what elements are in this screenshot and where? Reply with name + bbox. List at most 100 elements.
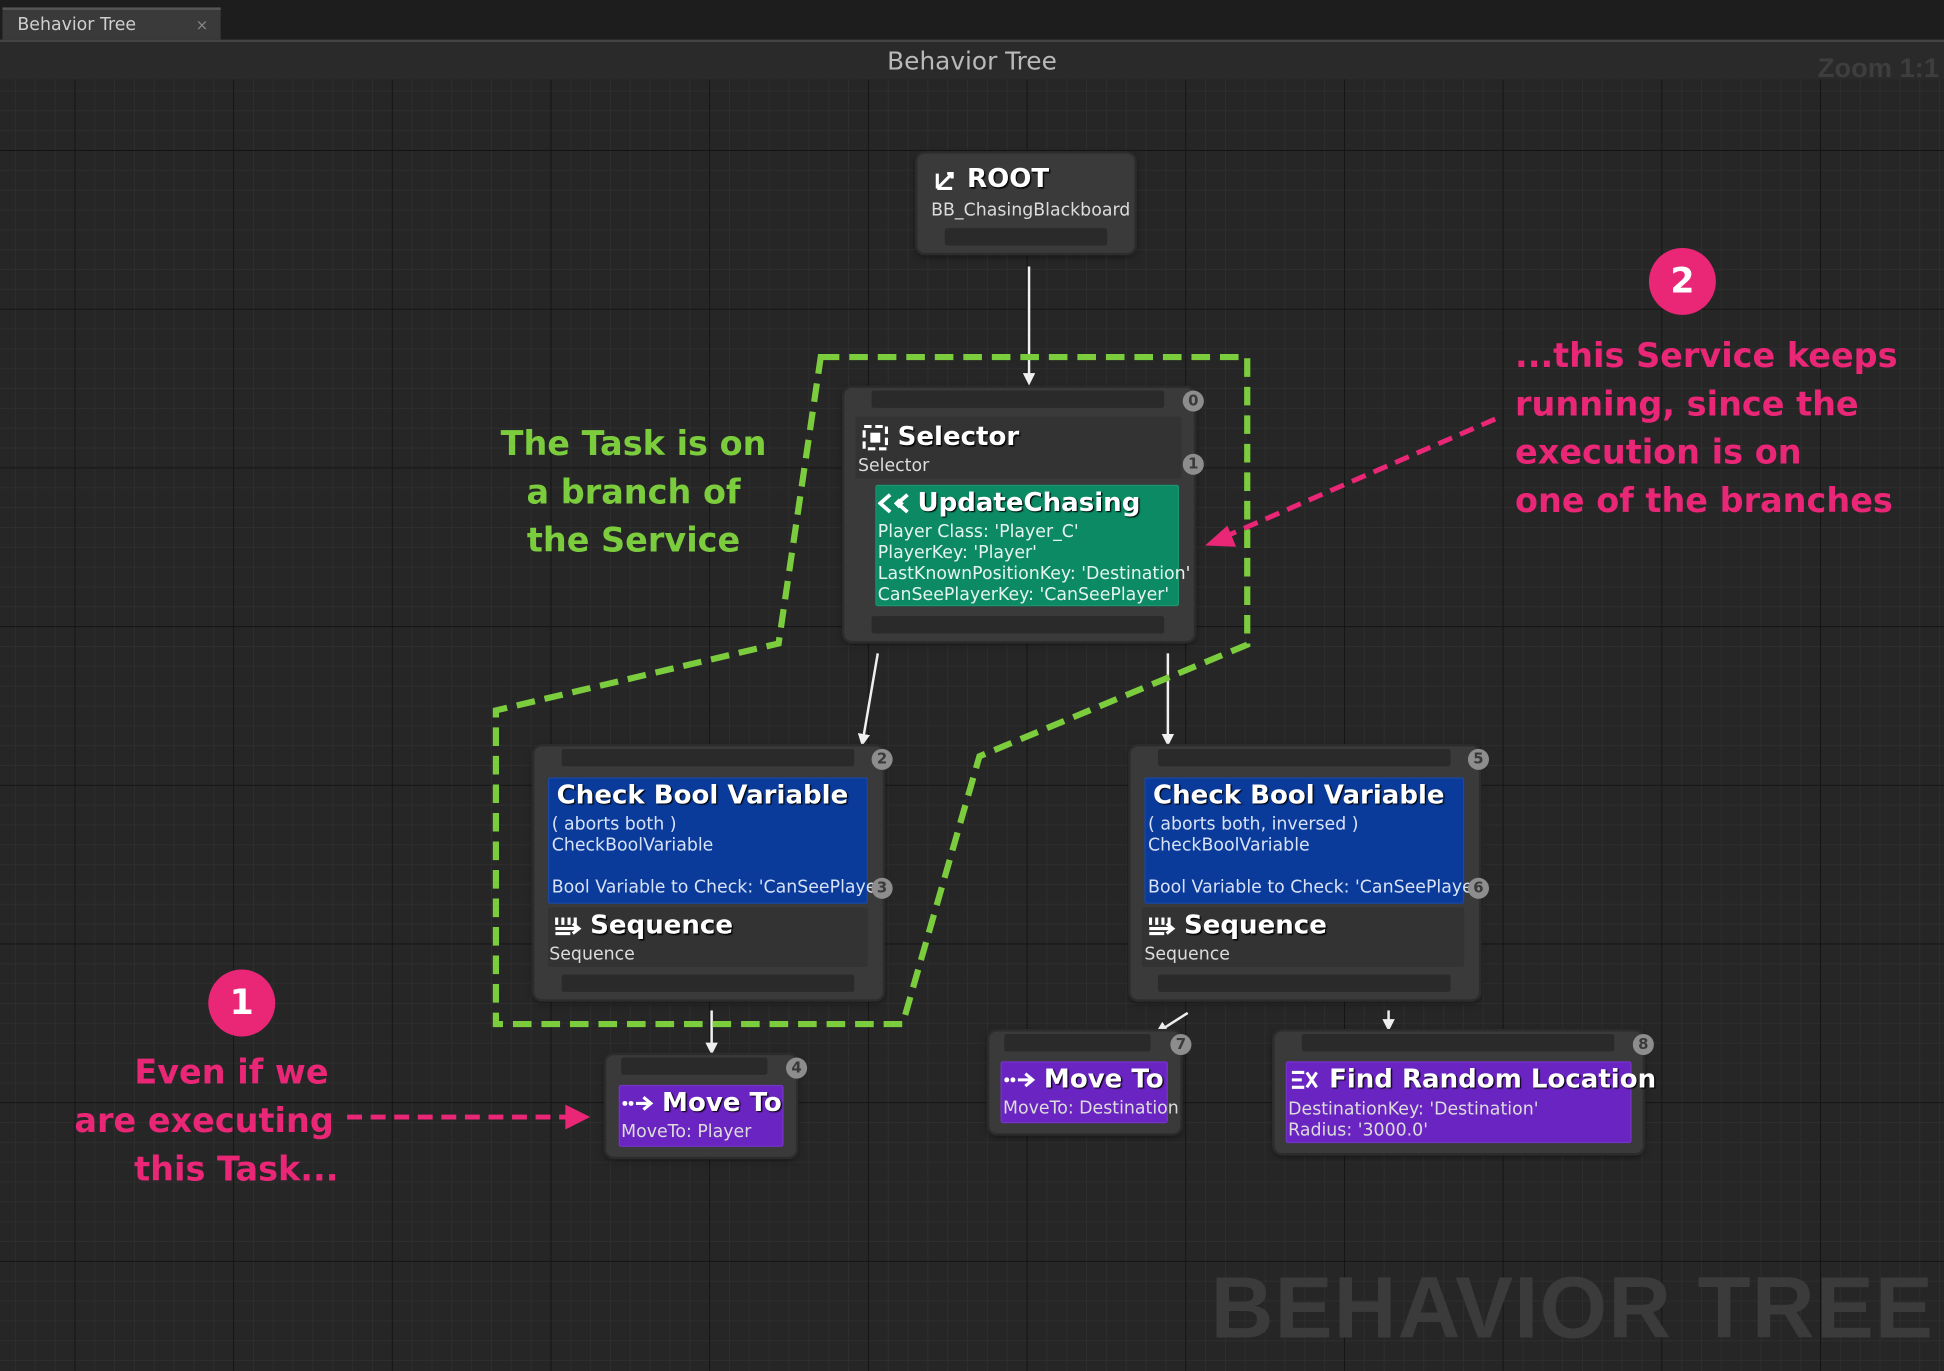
green-annotation-line-1: The Task is on: [500, 425, 767, 464]
tab-bar: Behavior Tree ×: [0, 0, 1944, 43]
selector-node[interactable]: Selector Selector UpdateChasing Player C…: [844, 388, 1204, 641]
service-prop-last-known: LastKnownPositionKey: 'Destination': [877, 564, 1191, 584]
annotation-two-line-2: running, since the: [1515, 385, 1859, 425]
root-output-pin[interactable]: [944, 228, 1108, 246]
root-icon: [935, 172, 954, 190]
service-properties: Player Class: 'Player_C' PlayerKey: 'Pla…: [878, 522, 1191, 606]
left-sequence-index-badge: 3: [871, 877, 893, 899]
left-decorator-aborts: ( aborts both ): [551, 814, 677, 835]
left-decorator-title: Check Bool Variable: [556, 779, 849, 810]
find-random-index-badge: 8: [1632, 1033, 1654, 1056]
left-decorator-class: CheckBoolVariable: [551, 835, 714, 856]
selector-subtitle: Selector: [857, 456, 930, 477]
selector-icon: [862, 424, 889, 451]
tab-label: Behavior Tree: [17, 14, 137, 35]
right-sequence-header: Sequence Sequence: [1141, 907, 1465, 968]
arrow-task-head: [565, 1104, 591, 1130]
left-input-pin[interactable]: [561, 748, 855, 767]
right-decorator-title: Check Bool Variable: [1153, 779, 1445, 810]
annotation-number-two: 2: [1648, 247, 1716, 315]
find-random-title: Find Random Location: [1329, 1063, 1657, 1094]
service-prop-player-class: Player Class: 'Player_C': [877, 521, 1079, 542]
right-sequence-title: Sequence: [1184, 910, 1327, 940]
green-annotation-line-3: the Service: [526, 521, 741, 561]
graph-watermark: BEHAVIOR TREE: [1210, 1259, 1935, 1357]
annotation-one-line-2: are executing: [74, 1102, 334, 1141]
left-output-pin[interactable]: [561, 974, 855, 992]
right-check-bool-decorator[interactable]: Check Bool Variable ( aborts both, inver…: [1144, 777, 1485, 904]
moveto-player-task[interactable]: Move To MoveTo: Player 4: [606, 1055, 808, 1157]
tab-behavior-tree[interactable]: Behavior Tree ×: [2, 7, 221, 40]
moveto-destination-task[interactable]: Move To MoveTo: Destination 7: [989, 1031, 1192, 1134]
graph-canvas[interactable]: [0, 45, 1944, 1371]
find-location-icon: [1291, 1070, 1318, 1089]
green-annotation: The Task is on a branch of the Service: [493, 420, 773, 565]
service-prop-can-see: CanSeePlayerKey: 'CanSeePlayer': [877, 585, 1170, 606]
moveto-player-input-pin[interactable]: [621, 1057, 768, 1075]
left-decorator-index-badge: 2: [871, 748, 893, 770]
find-random-destination-key: DestinationKey: 'Destination': [1288, 1099, 1539, 1120]
wire-selector-left: [857, 653, 880, 747]
root-node[interactable]: ROOT BB_ChasingBlackboard: [917, 153, 1135, 253]
tab-close-icon[interactable]: ×: [195, 16, 209, 34]
right-sequence-index-badge: 6: [1467, 877, 1489, 899]
annotation-number-one: 1: [208, 969, 276, 1037]
arrow-service-head: [1205, 525, 1237, 547]
right-input-pin[interactable]: [1157, 748, 1451, 767]
moveto-player-subtitle: MoveTo: Player: [621, 1122, 752, 1142]
graph-title: Behavior Tree: [0, 42, 1944, 80]
moveto-destination-title: Move To: [1043, 1063, 1164, 1094]
find-random-radius: Radius: '3000.0': [1288, 1120, 1428, 1141]
selector-title: Selector: [897, 421, 1020, 452]
moveto-player-index-badge: 4: [786, 1057, 808, 1079]
arrow-service: [1226, 416, 1497, 538]
right-output-pin[interactable]: [1157, 974, 1451, 992]
left-sequence-subtitle: Sequence: [549, 944, 635, 965]
left-sequence-header: Sequence Sequence: [547, 907, 868, 968]
find-random-input-pin[interactable]: [1301, 1033, 1615, 1052]
left-sequence-node[interactable]: Check Bool Variable ( aborts both ) Chec…: [534, 746, 893, 1000]
annotation-two-text: ...this Service keeps running, since the…: [1515, 332, 1898, 525]
service-prop-player-key: PlayerKey: 'Player': [877, 543, 1037, 563]
service-branch-outline: [492, 353, 1251, 1028]
selector-index-badge: 0: [1182, 390, 1204, 412]
annotation-one-line-3: this Task...: [134, 1150, 339, 1189]
root-subtitle: BB_ChasingBlackboard: [931, 200, 1131, 221]
annotation-one-line-1: Even if we: [134, 1053, 329, 1093]
moveto-destination-input-pin[interactable]: [1004, 1033, 1151, 1052]
sequence-icon: [555, 917, 582, 936]
moveto-player-body: Move To MoveTo: Player: [618, 1084, 784, 1147]
selector-output-pin[interactable]: [871, 616, 1165, 634]
find-random-body: Find Random Location DestinationKey: 'De…: [1285, 1061, 1656, 1144]
find-random-location-task[interactable]: Find Random Location DestinationKey: 'De…: [1274, 1031, 1656, 1154]
service-icon: [877, 493, 909, 514]
right-decorator-variable: Bool Variable to Check: 'CanSeePlayer': [1148, 877, 1485, 898]
right-decorator-class: CheckBoolVariable: [1148, 835, 1310, 856]
left-check-bool-decorator[interactable]: Check Bool Variable ( aborts both ) Chec…: [547, 777, 888, 904]
annotation-two-line-3: execution is on: [1515, 433, 1802, 473]
selector-header: Selector Selector: [855, 416, 1182, 479]
selector-input-pin[interactable]: [871, 390, 1165, 408]
service-index-badge: 1: [1182, 453, 1204, 475]
annotation-two-line-1: ...this Service keeps: [1515, 337, 1898, 376]
service-title: UpdateChasing: [917, 487, 1141, 517]
left-decorator-variable: Bool Variable to Check: 'CanSeePlayer': [551, 877, 889, 898]
moveto-destination-index-badge: 7: [1170, 1033, 1192, 1056]
right-decorator-index-badge: 5: [1467, 748, 1489, 770]
root-title: ROOT: [967, 163, 1050, 194]
right-sequence-node[interactable]: Check Bool Variable ( aborts both, inver…: [1130, 746, 1489, 1000]
moveto-player-title: Move To: [662, 1087, 782, 1118]
moveto-destination-body: Move To MoveTo: Destination: [1000, 1061, 1179, 1124]
sequence-icon: [1148, 917, 1176, 936]
green-annotation-line-2: a branch of: [526, 473, 741, 513]
zoom-label: Zoom 1:1: [1817, 52, 1940, 84]
moveto-icon: [1004, 1072, 1036, 1088]
right-decorator-aborts: ( aborts both, inversed ): [1148, 814, 1359, 835]
moveto-destination-subtitle: MoveTo: Destination: [1002, 1098, 1179, 1119]
service-update-chasing[interactable]: UpdateChasing Player Class: 'Player_C' P…: [875, 484, 1190, 607]
wire-right-moveto: [1155, 1011, 1189, 1034]
left-sequence-title: Sequence: [590, 910, 734, 940]
